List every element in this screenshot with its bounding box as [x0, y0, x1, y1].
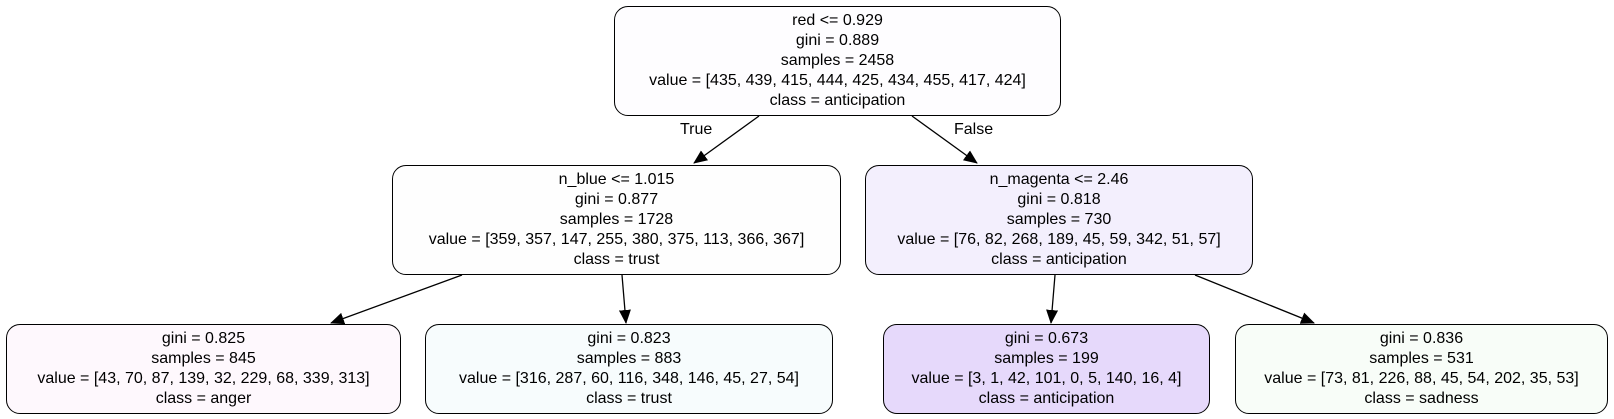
node-gini: gini = 0.877 — [574, 191, 659, 208]
tree-leaf-sadness: gini = 0.836 samples = 531 value = [73, … — [1235, 324, 1608, 414]
edge-n-blue-to-trust-leaf — [618, 274, 631, 324]
node-split-rule: red <= 0.929 — [792, 12, 883, 29]
node-class: class = anticipation — [978, 390, 1115, 407]
edge-root-to-n-magenta — [911, 115, 978, 164]
edge-n-magenta-to-anticipation-leaf — [1046, 274, 1059, 324]
node-class: class = sadness — [1364, 390, 1479, 407]
node-class: class = trust — [573, 251, 660, 268]
node-value: value = [43, 70, 87, 139, 32, 229, 68, 3… — [37, 370, 370, 387]
node-value: value = [73, 81, 226, 88, 45, 54, 202, 3… — [1264, 370, 1579, 387]
edge-label-false: False — [954, 121, 994, 138]
node-class: class = anger — [155, 390, 252, 407]
node-value: value = [435, 439, 415, 444, 425, 434, 4… — [649, 72, 1026, 89]
tree-leaf-trust: gini = 0.823 samples = 883 value = [316,… — [425, 324, 833, 414]
node-gini: gini = 0.673 — [1004, 330, 1089, 347]
node-samples: samples = 1728 — [559, 211, 674, 228]
tree-node-n-blue: n_blue <= 1.015 gini = 0.877 samples = 1… — [392, 165, 841, 275]
node-samples: samples = 531 — [1369, 350, 1474, 367]
node-split-rule: n_blue <= 1.015 — [558, 171, 675, 188]
node-value: value = [316, 287, 60, 116, 348, 146, 45… — [459, 370, 799, 387]
node-split-rule: n_magenta <= 2.46 — [989, 171, 1129, 188]
node-samples: samples = 2458 — [780, 52, 895, 69]
tree-node-n-magenta: n_magenta <= 2.46 gini = 0.818 samples =… — [865, 165, 1253, 275]
node-samples: samples = 199 — [994, 350, 1099, 367]
node-value: value = [76, 82, 268, 189, 45, 59, 342, … — [897, 231, 1221, 248]
edge-n-blue-to-anger-leaf — [330, 274, 463, 325]
node-gini: gini = 0.823 — [587, 330, 671, 347]
node-class: class = anticipation — [769, 92, 906, 109]
node-gini: gini = 0.836 — [1379, 330, 1464, 347]
node-gini: gini = 0.818 — [1017, 191, 1101, 208]
tree-leaf-anticipation: gini = 0.673 samples = 199 value = [3, 1… — [883, 324, 1210, 414]
tree-node-root: red <= 0.929 gini = 0.889 samples = 2458… — [614, 6, 1061, 116]
node-gini: gini = 0.889 — [795, 32, 880, 49]
node-value: value = [3, 1, 42, 101, 0, 5, 140, 16, 4… — [911, 370, 1182, 387]
edge-label-true: True — [680, 121, 713, 138]
node-samples: samples = 883 — [576, 350, 682, 367]
node-class: class = trust — [586, 390, 672, 407]
node-samples: samples = 730 — [1006, 211, 1112, 228]
node-value: value = [359, 357, 147, 255, 380, 375, 1… — [428, 231, 805, 248]
node-gini: gini = 0.825 — [161, 330, 246, 347]
tree-leaf-anger: gini = 0.825 samples = 845 value = [43, … — [6, 324, 401, 414]
node-samples: samples = 845 — [151, 350, 256, 367]
edge-root-to-n-blue — [693, 115, 760, 164]
edge-n-magenta-to-sadness-leaf — [1194, 274, 1315, 324]
node-class: class = anticipation — [991, 251, 1127, 268]
